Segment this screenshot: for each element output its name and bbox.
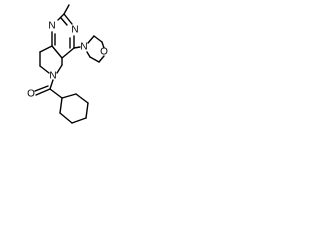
bond-carbonyl-cy xyxy=(49,88,63,99)
bond-c4-c4a xyxy=(61,47,75,59)
atom-o-morpholine: O xyxy=(100,47,108,58)
cy-bond-5 xyxy=(59,112,73,124)
atom-n-ring: N xyxy=(49,71,56,82)
cy-bond-2 xyxy=(75,93,89,104)
bond-c2-n1-double xyxy=(60,17,68,26)
molecule-canvas: N N N O N O xyxy=(0,0,115,150)
bond-n6-c5 xyxy=(56,64,63,74)
bond-c8a-c8 xyxy=(39,45,53,53)
bond-c7-n6 xyxy=(39,65,50,74)
cy-bond-3 xyxy=(85,102,89,119)
atom-n-pyr-bottom: N xyxy=(71,25,78,36)
bond-carbonyl-o-double xyxy=(34,85,49,92)
morph-bond-3 xyxy=(101,41,105,49)
morph-bond-1 xyxy=(87,35,95,44)
morph-bond-5 xyxy=(89,56,100,63)
cy-bond-4 xyxy=(71,117,87,124)
morph-bond-4 xyxy=(98,55,105,63)
morph-bond-2 xyxy=(93,35,103,43)
bond-c4-nmorph xyxy=(73,46,81,49)
methyl-bond xyxy=(63,4,70,15)
cy-bond-6 xyxy=(59,97,63,114)
atom-n-pyr-top: N xyxy=(48,21,55,32)
bond-n6-carbonyl xyxy=(49,79,54,90)
morph-bond-6 xyxy=(86,51,91,58)
bond-carbonyl-o xyxy=(35,88,51,96)
molecule-structure: N N N O N O xyxy=(27,4,108,124)
atom-n-morpholine: N xyxy=(80,42,87,53)
atom-o-carbonyl: O xyxy=(27,89,35,100)
bond-c2-n3 xyxy=(57,13,65,21)
bond-c2-n1 xyxy=(63,13,73,25)
bond-c4a-c8a xyxy=(51,45,63,59)
cy-bond-1 xyxy=(61,93,77,99)
